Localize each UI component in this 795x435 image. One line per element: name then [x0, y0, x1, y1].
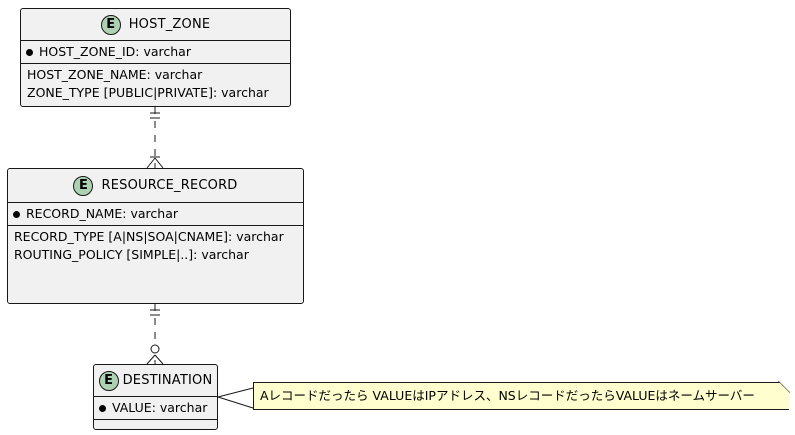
field: ZONE_TYPE [PUBLIC|PRIVATE]: varchar [27, 85, 269, 100]
header-divider [8, 202, 303, 203]
key-divider [94, 419, 217, 420]
field-section: RECORD_TYPE [A|NS|SOA|CNAME]: varchar RO… [8, 226, 303, 264]
entity-title: HOST_ZONE [128, 17, 211, 32]
key-divider [21, 63, 290, 64]
key-divider [8, 225, 303, 226]
entity-badge-icon: E [100, 14, 121, 35]
entity-badge-icon: E [98, 370, 119, 391]
entity-header: E HOST_ZONE [21, 9, 290, 40]
key-field: RECORD_NAME: varchar [8, 205, 303, 223]
entity-destination: E DESTINATION VALUE: varchar [93, 364, 218, 430]
key-section: RECORD_NAME: varchar [8, 203, 303, 225]
key-field: HOST_ZONE_ID: varchar [21, 43, 290, 61]
note-connector [217, 387, 254, 409]
field: RECORD_TYPE [A|NS|SOA|CNAME]: varchar [14, 229, 284, 244]
field-section: HOST_ZONE_NAME: varchar ZONE_TYPE [PUBLI… [21, 64, 290, 102]
entity-header: E DESTINATION [94, 365, 217, 396]
entity-host-zone: E HOST_ZONE HOST_ZONE_ID: varchar HOST_Z… [20, 8, 291, 107]
many-crowfoot-marker [154, 157, 164, 169]
entity-header: E RESOURCE_RECORD [8, 169, 303, 202]
key-section: HOST_ZONE_ID: varchar [21, 41, 290, 63]
many-crowfoot-marker [146, 157, 156, 169]
note: Aレコードだったら VALUEはIPアドレス、NSレコードだったらVALUEはネ… [253, 382, 789, 410]
many-crowfoot-marker [146, 354, 156, 365]
key-field: VALUE: varchar [94, 399, 217, 417]
zero-circle-marker [150, 344, 160, 354]
relation-resourcerecord-destination [146, 304, 164, 365]
field: ROUTING_POLICY [SIMPLE|..]: varchar [14, 247, 249, 262]
header-divider [21, 40, 290, 41]
field: HOST_ZONE_NAME: varchar [27, 67, 203, 82]
entity-badge-icon: E [73, 175, 94, 196]
key-section: VALUE: varchar [94, 397, 217, 419]
relation-hostzone-resourcerecord [146, 107, 164, 169]
entity-title: RESOURCE_RECORD [101, 178, 238, 193]
entity-title: DESTINATION [122, 373, 213, 388]
entity-resource-record: E RESOURCE_RECORD RECORD_NAME: varchar R… [7, 168, 304, 304]
many-crowfoot-marker [154, 354, 164, 365]
note-text: Aレコードだったら VALUEはIPアドレス、NSレコードだったらVALUEはネ… [260, 388, 755, 403]
header-divider [94, 396, 217, 397]
